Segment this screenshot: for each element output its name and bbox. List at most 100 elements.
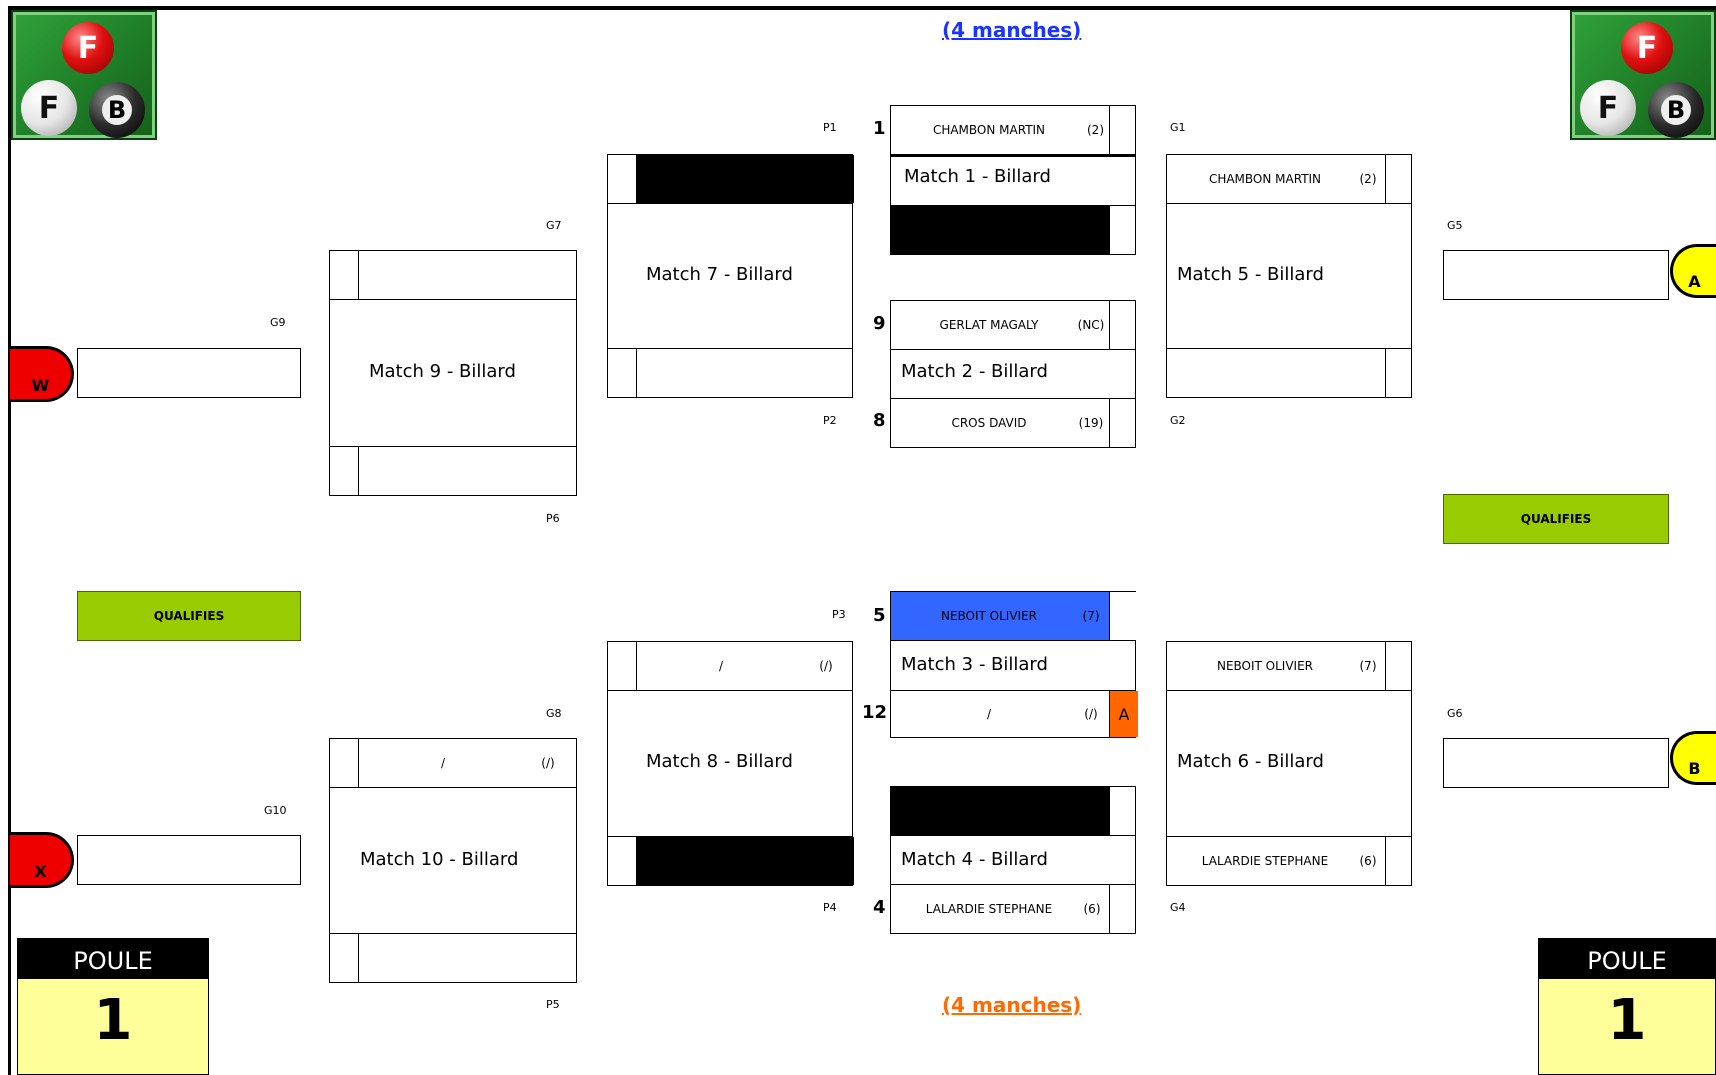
score-cell[interactable] <box>1385 642 1414 690</box>
player-slot-m6-top[interactable]: NEBOIT OLIVIER (7) <box>1166 641 1412 691</box>
player-slot-m3-bottom[interactable]: / (/) A <box>890 690 1138 738</box>
score-cell[interactable] <box>1109 787 1138 835</box>
player-slot-m9-top[interactable] <box>329 250 577 300</box>
score-cell[interactable] <box>330 251 359 299</box>
player-rank: (6) <box>1359 854 1377 868</box>
player-rank: (19) <box>1078 416 1104 430</box>
score-cell[interactable] <box>1109 885 1138 933</box>
player-slot-m2-bottom[interactable]: CROS DAVID (19) <box>890 398 1136 448</box>
player-slot-m7-bottom[interactable] <box>607 348 853 398</box>
player-name: CHAMBON MARTIN <box>932 123 1046 137</box>
score-cell[interactable] <box>330 739 359 787</box>
player-slot-m8-bottom[interactable] <box>607 836 854 886</box>
player-rank: (7) <box>1082 609 1100 623</box>
seed-number: 8 <box>873 410 886 431</box>
player-name: CHAMBON MARTIN <box>1208 172 1322 186</box>
empty-slot-bar <box>891 787 1109 835</box>
match-9-label: Match 9 - Billard <box>369 361 516 382</box>
match-8-label: Match 8 - Billard <box>646 751 793 772</box>
qualifier-circle-w: W <box>10 346 74 402</box>
divider <box>890 155 1136 157</box>
empty-slot-bar <box>636 837 854 885</box>
player-slot-m5-top[interactable]: CHAMBON MARTIN (2) <box>1166 154 1412 204</box>
black-ball-icon: B <box>1648 82 1704 138</box>
tag-p1: P1 <box>823 121 837 134</box>
score-cell[interactable] <box>330 447 359 495</box>
match-5-bracket <box>1166 204 1412 348</box>
score-cell[interactable] <box>330 934 359 982</box>
score-cell[interactable] <box>1385 837 1414 885</box>
tag-p3: P3 <box>832 608 846 621</box>
winner-slot-w[interactable] <box>77 348 301 398</box>
score-cell[interactable] <box>608 155 637 203</box>
player-name: LALARDIE STEPHANE <box>1201 854 1329 868</box>
player-rank: (/) <box>1084 707 1098 721</box>
poule-value: 1 <box>93 988 133 1053</box>
score-cell[interactable] <box>608 349 637 397</box>
score-cell[interactable] <box>608 642 637 690</box>
qualifier-circle-a: A <box>1670 244 1716 298</box>
tag-p5: P5 <box>546 998 560 1011</box>
player-slot-m8-top[interactable]: / (/) <box>607 641 853 691</box>
match-9-bracket <box>329 300 577 446</box>
empty-slot-bar <box>891 206 1109 254</box>
manches-top-link[interactable]: (4 manches) <box>942 18 1082 42</box>
red-ball-icon: F <box>62 22 114 74</box>
player-slot-m1-top[interactable]: CHAMBON MARTIN (2) <box>890 105 1136 155</box>
winner-slot-x[interactable] <box>77 835 301 885</box>
score-cell[interactable] <box>1385 349 1414 397</box>
player-slot-m10-bottom[interactable] <box>329 933 577 983</box>
player-slot-m7-top[interactable] <box>607 154 854 204</box>
player-rank: (6) <box>1083 902 1101 916</box>
score-cell[interactable] <box>1385 155 1414 203</box>
winner-slot-b[interactable] <box>1443 738 1669 788</box>
match-6-bracket <box>1166 691 1412 836</box>
manches-bottom-link[interactable]: (4 manches) <box>942 993 1082 1017</box>
black-ball-icon: B <box>89 82 145 138</box>
player-name: NEBOIT OLIVIER <box>1216 659 1314 673</box>
score-cell[interactable] <box>1109 399 1138 447</box>
match-4-bracket <box>890 836 1136 884</box>
player-name: GERLAT MAGALY <box>939 318 1039 332</box>
qualifier-circle-x: X <box>10 832 74 888</box>
tag-g9: G9 <box>270 316 286 329</box>
empty-slot-bar <box>636 155 854 203</box>
qualified-banner-right: QUALIFIES <box>1443 494 1669 544</box>
player-slot-m4-top[interactable] <box>890 786 1136 836</box>
tag-g7: G7 <box>546 219 562 232</box>
score-cell[interactable] <box>608 837 637 885</box>
winner-slot-a[interactable] <box>1443 250 1669 300</box>
tag-g5: G5 <box>1447 219 1463 232</box>
player-rank: (7) <box>1359 659 1377 673</box>
player-rank: (/) <box>541 756 555 770</box>
seed-number: 9 <box>873 313 886 334</box>
player-slot-m4-bottom[interactable]: LALARDIE STEPHANE (6) <box>890 884 1136 934</box>
player-slot-m1-bottom[interactable] <box>890 205 1136 255</box>
match-2-label: Match 2 - Billard <box>901 361 1048 382</box>
player-slot-m5-bottom[interactable] <box>1166 348 1412 398</box>
match-2-bracket <box>890 350 1136 398</box>
player-rank: (NC) <box>1077 318 1105 332</box>
poule-box-left: POULE 1 <box>17 938 209 1075</box>
match-7-bracket <box>607 204 853 348</box>
score-cell[interactable] <box>1109 106 1138 154</box>
player-rank: (/) <box>819 659 833 673</box>
poule-label: POULE <box>18 939 208 979</box>
match-10-bracket <box>329 788 577 933</box>
player-slot-m9-bottom[interactable] <box>329 446 577 496</box>
match-7-label: Match 7 - Billard <box>646 264 793 285</box>
player-rank: (2) <box>1087 123 1104 137</box>
player-slot-m3-top[interactable]: NEBOIT OLIVIER (7) <box>890 591 1138 641</box>
score-cell[interactable] <box>1109 301 1138 349</box>
player-slot-m6-bottom[interactable]: LALARDIE STEPHANE (6) <box>1166 836 1412 886</box>
player-name: LALARDIE STEPHANE <box>925 902 1053 916</box>
poule-value: 1 <box>1607 988 1647 1053</box>
white-ball-icon: F <box>1580 80 1636 136</box>
score-cell[interactable] <box>1109 206 1138 254</box>
score-cell[interactable] <box>1109 592 1138 640</box>
red-ball-icon: F <box>1621 22 1673 74</box>
player-slot-m10-top[interactable]: / (/) <box>329 738 577 788</box>
player-name: CROS DAVID <box>951 416 1027 430</box>
frame-top-border <box>8 6 1716 10</box>
player-slot-m2-top[interactable]: GERLAT MAGALY (NC) <box>890 300 1136 350</box>
